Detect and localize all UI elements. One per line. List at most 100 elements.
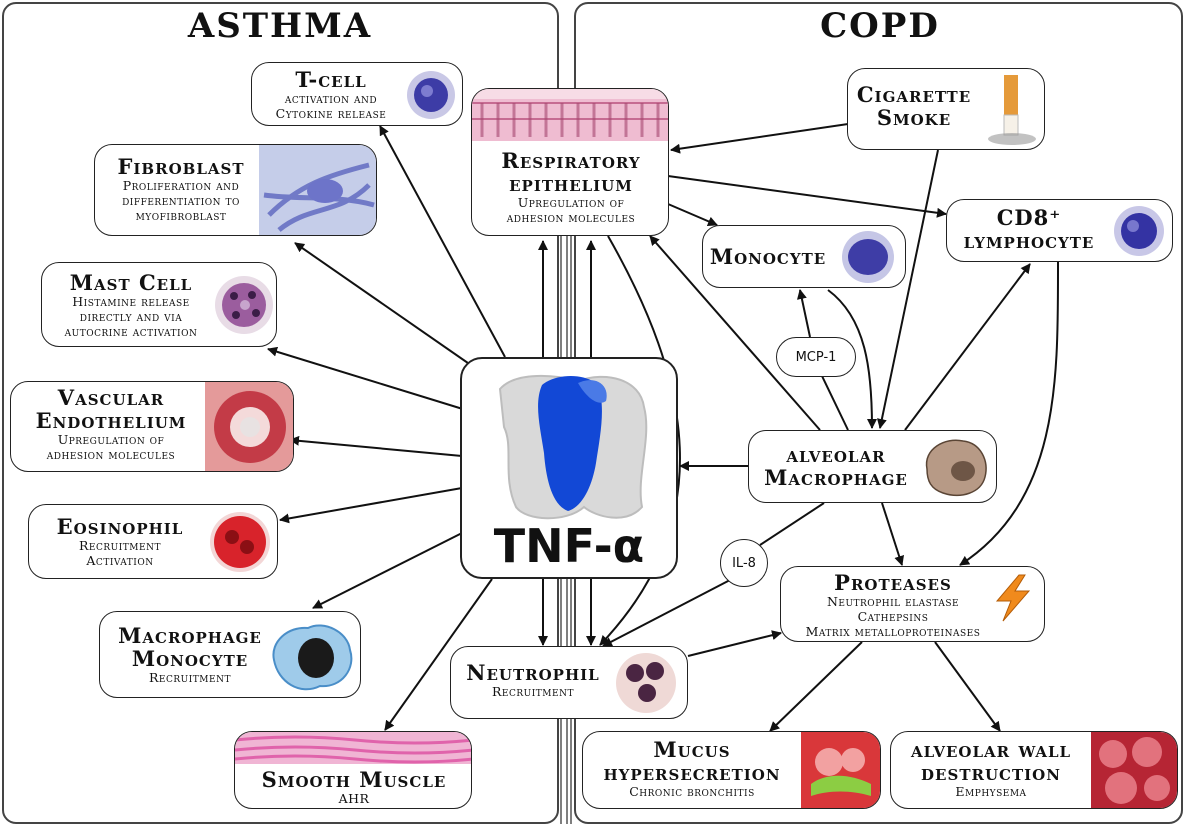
alveolar-macrophage-image [925,439,987,497]
arrow-tnf-smooth [384,578,493,731]
mucus-sub1: Chronic bronchitis [629,784,755,799]
tcell-sub2: Cytokine release [275,106,387,121]
fibroblast-image [259,145,376,235]
eosinophil-title: Eosinophil [56,514,184,539]
arrow-proteases-alveolar-wall [934,641,1001,732]
macrophage-title2: Monocyte [131,646,249,671]
vascular-sub2: adhesion molecules [46,447,176,462]
mast-cell-box: Mast Cell Histamine release directly and… [41,262,277,347]
cd8-image [1114,206,1164,256]
cd8-lymphocyte-box: CD8⁺ lymphocyte [946,199,1173,262]
monocyte-image [842,231,894,283]
arrow-epithelium-neutrophil [599,235,681,646]
tnf-alpha-box: TNF-α [460,357,678,579]
epithelium-title2: epithelium [509,171,633,196]
cd8-title2: lymphocyte [963,228,1095,253]
tcell-box: T-cell activation and Cytokine release [251,62,463,126]
eosinophil-sub1: Recruitment [79,538,161,553]
eosinophil-box: Eosinophil Recruitment Activation [28,504,278,579]
tcell-title: T-cell [295,67,367,92]
vascular-title2: Endothelium [35,408,187,433]
vascular-image [205,382,293,471]
neutrophil-title: Neutrophil [466,660,600,685]
alveolar-wall-box: alveolar wall destruction Emphysema [890,731,1178,809]
alveolar-macrophage-title2: Macrophage [764,465,908,490]
arrow-epithelium-cd8 [667,175,947,218]
arrow-macrophage-epithelium [649,235,821,431]
proteases-sub1: Neutrophil elastase [826,594,960,609]
respiratory-epithelium-box: Respiratory epithelium Upregulation of a… [471,88,669,236]
vascular-endothelium-box: Vascular Endothelium Upregulation of adh… [10,381,294,472]
asthma-title: ASTHMA [187,6,373,46]
proteases-box: Proteases Neutrophil elastase Cathepsins… [780,566,1045,642]
arrow-mcp1-monocyte [796,289,811,338]
epithelium-title1: Respiratory [501,148,641,173]
mucus-title2: hypersecretion [603,760,781,785]
tcell-image [407,71,455,119]
mast-cell-sub2: directly and via [79,309,183,324]
neutrophil-box: Neutrophil Recruitment [450,646,688,719]
mucus-title1: Mucus [653,737,731,762]
tnf-protein-image [498,375,648,520]
smooth-muscle-sub1: AHR [338,791,370,806]
proteases-sub2: Cathepsins [857,609,929,624]
fibroblast-sub2: differentiation to [122,193,240,208]
arrow-neutrophil-proteases [687,630,782,657]
il8-chip: IL-8 [720,539,768,587]
alveolar-wall-title2: destruction [921,760,1061,785]
fibroblast-title: Fibroblast [117,154,245,179]
arrow-tnf-eosinophil [279,487,463,524]
neutrophil-sub1: Recruitment [492,684,574,699]
cigarette-icon [988,75,1036,145]
cigarette-title2: Smoke [876,105,952,130]
smooth-muscle-title: Smooth Muscle [261,767,447,792]
epithelium-image [472,89,668,141]
eosinophil-sub2: Activation [86,553,154,568]
alveolar-wall-title1: alveolar wall [910,737,1072,762]
line-macrophage-mcp1 [821,375,849,431]
alveolar-macrophage-title1: alveolar [786,442,886,467]
arrow-macrophage-proteases [881,502,904,566]
fibroblast-sub1: Proliferation and [122,178,240,193]
fibroblast-sub3: myofibroblast [135,208,227,223]
cigarette-title1: Cigarette [856,82,972,107]
epithelium-sub1: Upregulation of [517,195,625,210]
proteases-title: Proteases [834,570,952,595]
macrophage-sub1: Recruitment [149,670,231,685]
arrow-cd8-proteases [959,261,1060,566]
cigarette-smoke-box: Cigarette Smoke [847,68,1045,150]
monocyte-title: Monocyte [709,244,827,269]
eosinophil-image [210,512,270,572]
alveolar-macrophage-box: alveolar Macrophage [748,430,997,503]
mcp1-chip: MCP-1 [776,337,856,377]
mucus-hypersecretion-box: Mucus hypersecretion Chronic bronchitis [582,731,881,809]
arrow-tnf-fibroblast [294,242,479,371]
arrow-cigarette-epithelium [670,123,849,154]
smooth-muscle-image [235,732,471,764]
arrow-monocyte-macrophage [827,289,877,429]
mast-cell-sub3: autocrine activation [64,324,198,339]
fibroblast-box: Fibroblast Proliferation and differentia… [94,144,377,236]
neutrophil-image [616,653,676,713]
epithelium-sub2: adhesion molecules [506,210,636,225]
vascular-sub1: Upregulation of [57,432,165,447]
mast-cell-image [215,276,273,334]
macrophage-title1: Macrophage [118,623,262,648]
alveolar-wall-image [1091,732,1177,808]
mucus-image [801,732,880,808]
arrow-tnf-macrophage [312,529,469,609]
cd8-title1: CD8⁺ [996,205,1062,230]
arrow-macrophage-cd8 [904,263,1031,431]
arrow-cigarette-macrophage [876,149,939,429]
macrophage-monocyte-box: Macrophage Monocyte Recruitment [99,611,361,698]
arrow-tnf-vascular [289,435,463,457]
proteases-sub3: Matrix metalloproteinases [805,624,981,639]
tcell-sub1: activation and [284,91,378,106]
monocyte-box: Monocyte [702,225,906,288]
macrophage-image [272,624,353,691]
lightning-icon [995,574,1031,622]
arrow-il8-neutrophil [602,579,731,647]
mast-cell-title: Mast Cell [69,270,193,295]
arrow-proteases-mucus [769,641,863,732]
